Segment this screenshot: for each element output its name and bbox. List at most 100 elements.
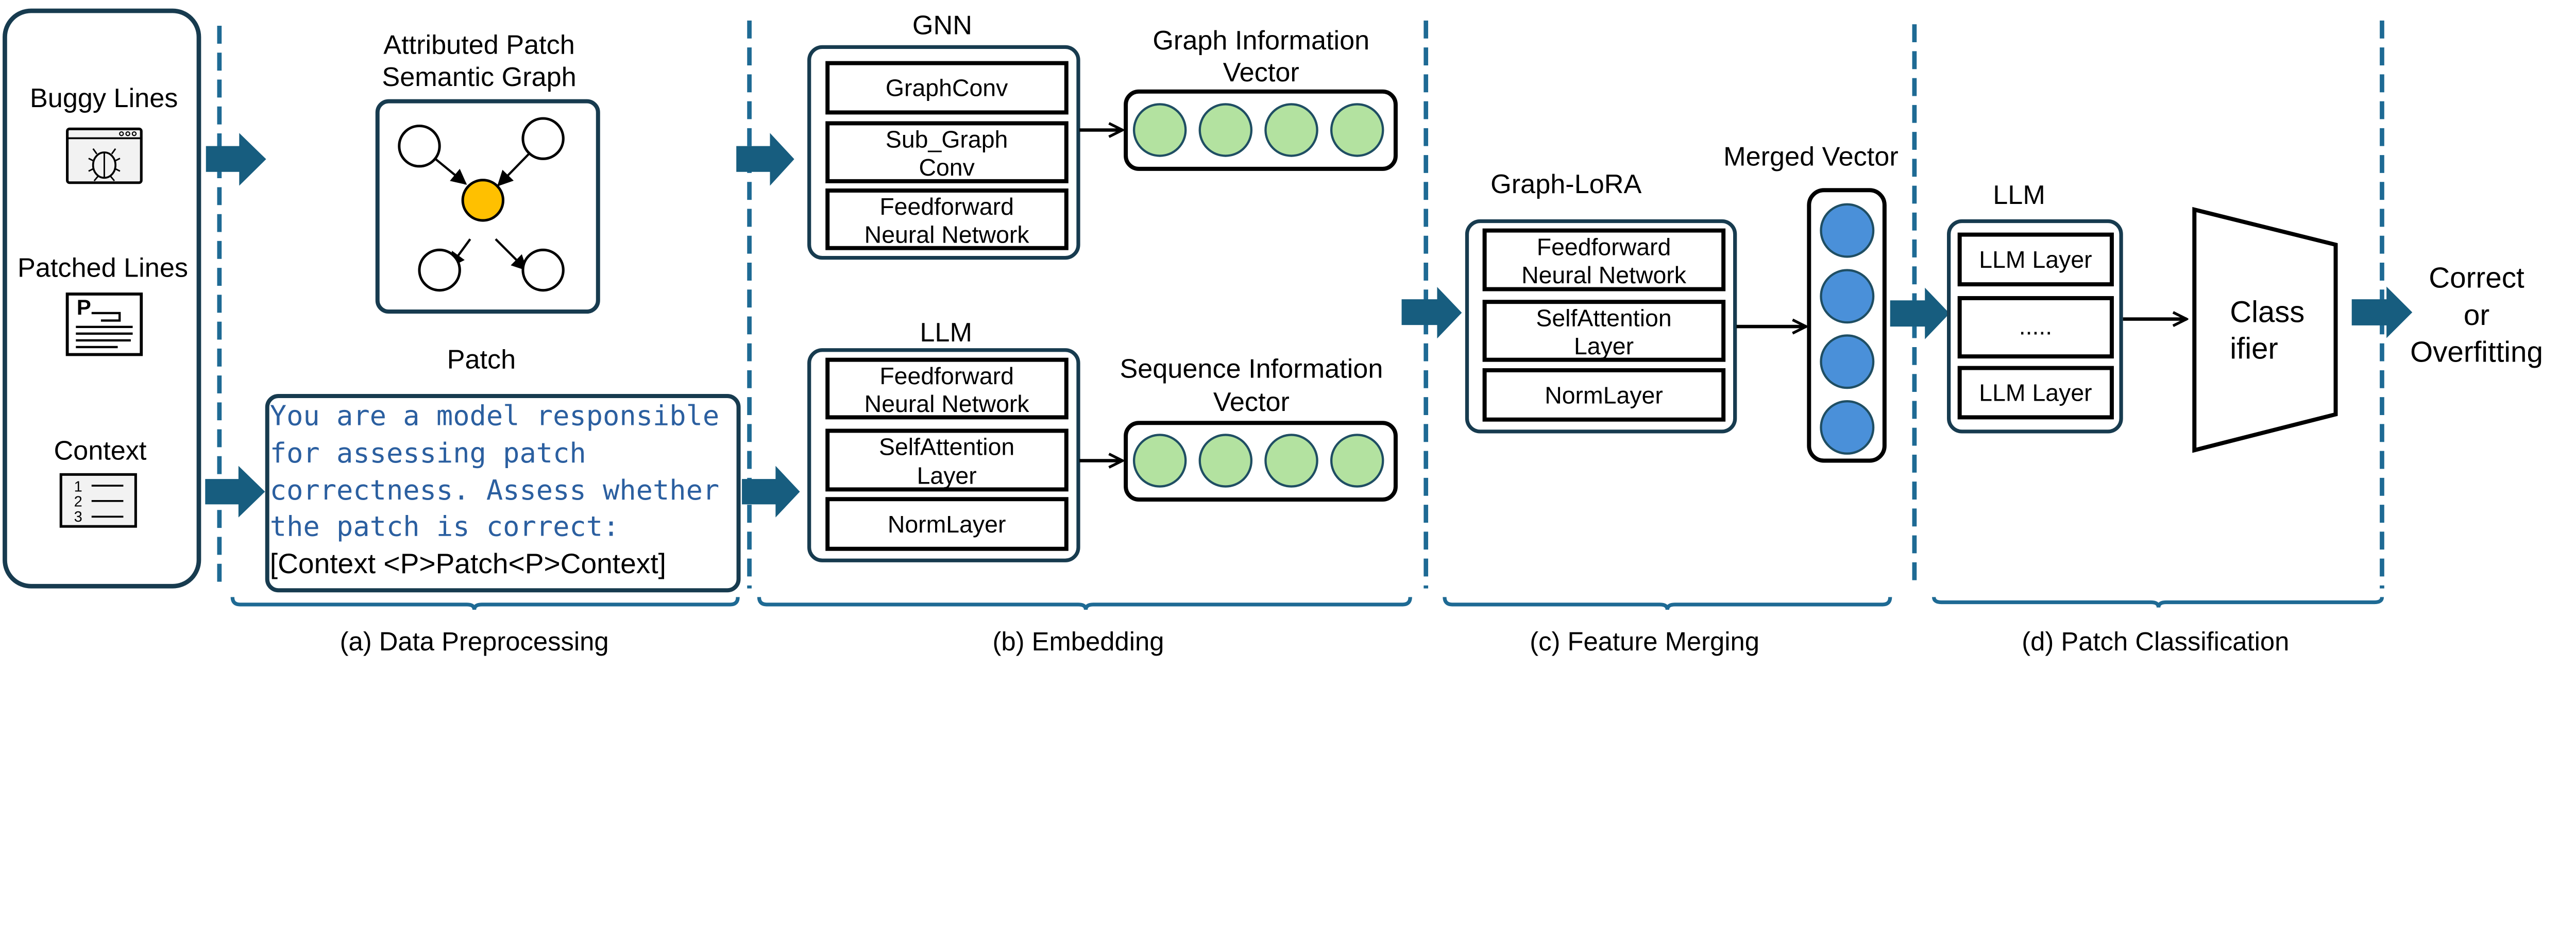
gnn-layer-ffn — [825, 188, 1069, 250]
gnn-block: GraphConv Sub_Graph Conv Feedforward Neu… — [807, 45, 1080, 260]
layer-label: Feedforward — [879, 363, 1014, 389]
llm-layer — [1957, 366, 2114, 420]
graph-vector-title-line1: Graph Information — [1153, 26, 1369, 56]
classifier-label-line1: Class — [2230, 295, 2304, 329]
brace-a — [230, 597, 740, 610]
prompt-template-line: [Context <P>Patch<P>Context] — [270, 547, 666, 579]
arrow-classifier-to-output — [2351, 286, 2413, 338]
vector-cell — [1820, 269, 1875, 324]
vector-cell — [1198, 103, 1253, 157]
llm-layer-normlayer — [825, 497, 1069, 551]
vector-cell — [1820, 400, 1875, 455]
section-patch-classification: LLM LLM Layer ..... LLM Layer Class ifie… — [1931, 180, 2543, 656]
layer-label: Neural Network — [865, 221, 1030, 248]
lora-layer-normlayer — [1482, 368, 1726, 422]
prompt-box: You are a model responsible for assessin… — [265, 394, 741, 593]
layer-label: Feedforward — [879, 193, 1014, 220]
buggy-lines-label: Buggy Lines — [30, 83, 178, 113]
lora-layer-ffn — [1482, 228, 1726, 291]
numbered-list-icon: 1 2 3 — [59, 473, 137, 528]
graph-lora-block: Feedforward Neural Network SelfAttention… — [1465, 219, 1737, 434]
vector-cell — [1198, 434, 1253, 488]
prompt-line: You are a model responsible — [270, 400, 719, 432]
patch-icon-letter: P — [77, 295, 91, 319]
llm-classification-block: LLM Layer ..... LLM Layer — [1947, 219, 2123, 434]
prompt-line: for assessing patch — [270, 437, 586, 469]
llm-layer-ellipsis — [1957, 296, 2114, 359]
vector-cell — [1132, 434, 1187, 488]
vector-cell — [1264, 103, 1318, 157]
graph-node — [521, 248, 565, 292]
brace-b — [757, 597, 1412, 610]
vector-cell — [1820, 203, 1875, 258]
patch-document-icon: P — [65, 293, 143, 356]
classifier: Class ifier — [2192, 207, 2338, 453]
classifier-label-line2: ifier — [2230, 332, 2278, 365]
arrow-embedding-to-lora — [1401, 287, 1462, 339]
section-label-a: (a) Data Preprocessing — [340, 627, 609, 656]
layer-label: Layer — [917, 462, 977, 489]
gnn-layer-subgraph-conv — [825, 121, 1069, 183]
seq-vector-title-line2: Vector — [1213, 387, 1290, 417]
arrow-inputs-to-prompt — [205, 466, 265, 518]
llm-embedding-title: LLM — [920, 318, 972, 348]
arrow-graph-to-gnn — [736, 133, 794, 186]
graph-title-line2: Semantic Graph — [382, 62, 576, 92]
llm-classifier-title: LLM — [1993, 180, 2045, 210]
brace-d — [1931, 596, 2384, 608]
gnn-title: GNN — [912, 11, 972, 41]
list-number-3: 3 — [74, 509, 82, 525]
output-label-line3: Overfitting — [2410, 335, 2543, 368]
layer-label: SelfAttention — [879, 434, 1014, 460]
layer-label: Layer — [1574, 333, 1634, 359]
arrow-prompt-to-llm — [742, 466, 800, 518]
section-feature-merging: Graph-LoRA Feedforward Neural Network Se… — [1443, 142, 1899, 656]
vector-cell — [1264, 434, 1318, 488]
bug-window-icon — [66, 127, 143, 184]
vector-cell — [1820, 334, 1875, 389]
output-label-line2: or — [2464, 299, 2489, 331]
vector-cell — [1330, 103, 1384, 157]
layer-label: LLM Layer — [1979, 379, 2092, 406]
brace-c — [1443, 597, 1892, 610]
patch-correctness-pipeline-diagram: Buggy Lines Patched Lines P Context 1 2 — [3, 8, 2543, 656]
section-data-preprocessing: Attributed Patch Semantic Graph Patch Yo… — [230, 30, 741, 656]
graph-title-line1: Attributed Patch — [383, 30, 575, 60]
seq-vector-title-line1: Sequence Information — [1120, 354, 1383, 384]
flow-arrows — [205, 133, 2413, 518]
vector-cell — [1132, 103, 1187, 157]
list-number-1: 1 — [74, 479, 82, 495]
output-label-line1: Correct — [2429, 262, 2524, 294]
layer-label: Neural Network — [865, 390, 1030, 417]
layer-label: Sub_Graph — [886, 126, 1008, 153]
list-number-2: 2 — [74, 494, 82, 510]
patch-title: Patch — [447, 345, 516, 374]
merged-vector — [1807, 188, 1887, 463]
prompt-line: correctness. Assess whether — [270, 474, 719, 506]
layer-label: Feedforward — [1537, 234, 1671, 261]
context-label: Context — [54, 436, 146, 466]
attributed-patch-semantic-graph — [375, 99, 600, 314]
llm-layer — [1957, 232, 2114, 287]
vector-cell — [1330, 434, 1384, 488]
graph-information-vector — [1124, 89, 1398, 171]
layer-label: SelfAttention — [1536, 304, 1671, 331]
layer-label: ..... — [2019, 313, 2053, 339]
layer-label: Neural Network — [1521, 262, 1687, 288]
graph-node — [398, 124, 441, 168]
layer-label: NormLayer — [888, 511, 1006, 538]
layer-label: NormLayer — [1545, 382, 1663, 409]
graph-vector-title-line2: Vector — [1223, 58, 1299, 88]
graph-node — [418, 248, 461, 292]
layer-label: LLM Layer — [1979, 246, 2092, 273]
arrow-inputs-to-graph — [206, 133, 266, 186]
inputs-panel: Buggy Lines Patched Lines P Context 1 2 — [3, 8, 201, 589]
lora-layer-selfattention — [1482, 300, 1726, 362]
section-embedding: GNN GraphConv Sub_Graph Conv Feedforward… — [757, 11, 1412, 656]
graph-lora-title: Graph-LoRA — [1490, 169, 1641, 199]
section-label-c: (c) Feature Merging — [1530, 627, 1759, 656]
layer-label: GraphConv — [886, 74, 1008, 101]
graph-node — [521, 117, 565, 160]
prompt-line: the patch is correct: — [270, 510, 620, 542]
arrow-merged-to-llm — [1890, 287, 1950, 339]
